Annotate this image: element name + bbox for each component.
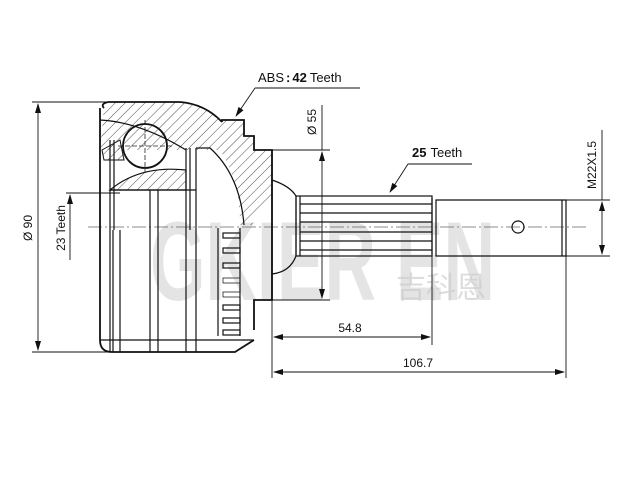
watermark-chinese: 吉科恩	[396, 271, 486, 306]
bell-housing	[99, 101, 273, 353]
watermark: GKIER EN 吉科恩	[150, 199, 495, 324]
abs-ring	[217, 228, 241, 336]
dim-outer-diameter: Ø 90	[21, 101, 108, 353]
dim-spline-length: 54.8	[271, 256, 433, 378]
inner-spline-label: 23 Teeth	[54, 205, 68, 251]
thread-spec-label: M22X1.5	[585, 141, 599, 189]
dim-thread: M22X1.5	[566, 130, 610, 257]
outer-diameter-label: Ø 90	[21, 215, 35, 241]
total-length-label: 106.7	[403, 356, 433, 370]
dim-total-length: 106.7	[273, 256, 567, 378]
dim-seal-diameter: Ø 55	[272, 105, 330, 301]
seal-diameter-label: Ø 55	[305, 109, 319, 135]
spline-length-label: 54.8	[338, 321, 362, 335]
inner-spline-callout: 23 Teeth	[54, 192, 120, 260]
